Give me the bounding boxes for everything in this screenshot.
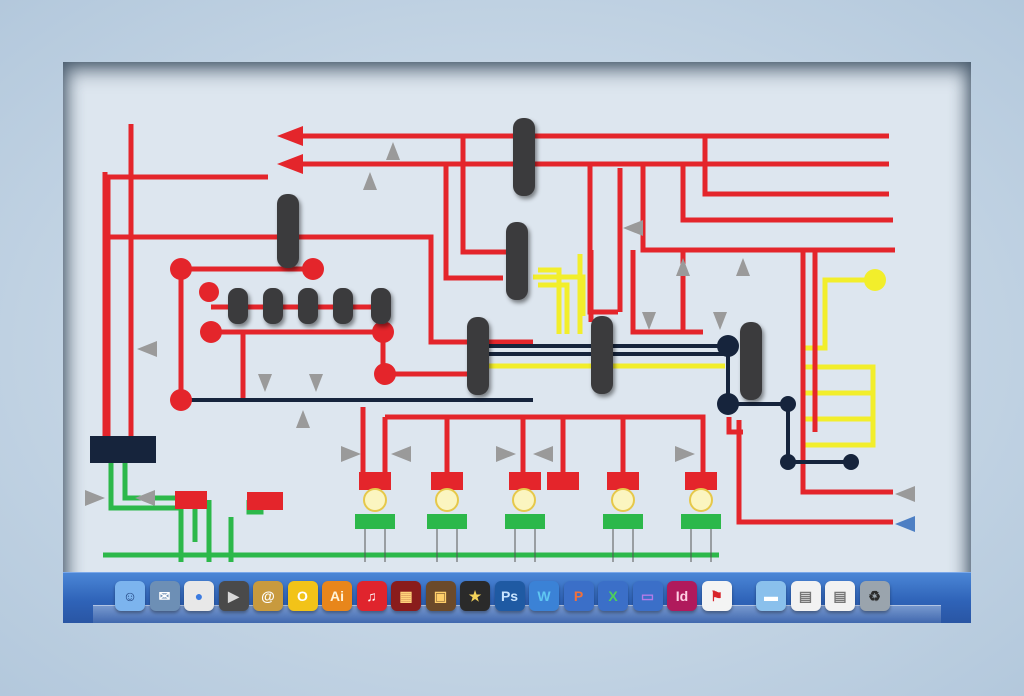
opera-glyph: O [297, 588, 308, 604]
arrow-left-icon [895, 486, 915, 502]
lamp-unit [355, 472, 395, 562]
arrow-down-icon [309, 374, 323, 392]
arrow-left-icon [391, 446, 411, 462]
arrow-up-icon [676, 258, 690, 276]
acrobat-icon[interactable]: ⚑ [701, 581, 732, 611]
iphoto-glyph: ▣ [433, 587, 448, 604]
word-icon[interactable]: W [529, 581, 559, 611]
circuit-diagram [85, 118, 915, 562]
arrow-left-icon [533, 446, 553, 462]
trash-glyph: ♻ [868, 587, 881, 604]
arrow-down-icon [713, 312, 727, 330]
chrome-window-icon[interactable]: ▤ [790, 581, 821, 611]
arrow-left-icon [623, 220, 643, 236]
arrow-up-icon [296, 410, 310, 428]
arrow-up-icon [386, 142, 400, 160]
folder-glyph: ▬ [764, 588, 778, 604]
flow-arrows [85, 142, 915, 506]
red-arrow-left-icon [277, 154, 303, 174]
itunes-glyph: ♫ [366, 588, 377, 604]
folder-icon[interactable]: ▬ [756, 581, 786, 611]
arrow-down-icon [258, 374, 272, 392]
chrome-window-2-glyph: ▤ [833, 587, 847, 604]
arrow-up-icon [736, 258, 750, 276]
laptop-icon[interactable]: ▭ [632, 581, 663, 611]
address-book-icon[interactable]: @ [253, 581, 283, 611]
arrow-right-icon [341, 446, 361, 462]
chrome-glyph: ● [194, 588, 204, 604]
finder-glyph: ☺ [122, 588, 138, 604]
window-frame: ☺ ✉ ● ▶ @ O Ai ♫ ▦ ▣ ★ Ps W P X ▭ Id ⚑ ▬ ▤ ▤ ♻ [63, 62, 971, 623]
powerpoint-icon[interactable]: P [563, 581, 594, 611]
blue-arrow-left-icon [895, 516, 915, 532]
red-block [247, 492, 283, 510]
dark-components [228, 118, 762, 400]
photo-booth-icon[interactable]: ▦ [391, 581, 421, 611]
navy-junction-box [90, 436, 156, 463]
lamp-unit [427, 472, 467, 562]
itunes-icon[interactable]: ♫ [356, 581, 387, 611]
arrow-left-icon [137, 341, 157, 357]
red-nodes [170, 258, 489, 411]
trash-icon[interactable]: ♻ [859, 581, 890, 611]
imovie-star-icon[interactable]: ★ [460, 581, 490, 611]
lamp-unit [681, 472, 721, 562]
laptop-glyph: ▭ [640, 587, 655, 604]
lamp-unit [505, 472, 579, 562]
arrow-left-icon [135, 490, 155, 506]
acrobat-glyph: ⚑ [710, 587, 723, 604]
indesign-icon[interactable]: Id [667, 581, 697, 611]
photo-booth-glyph: ▦ [399, 587, 413, 604]
chrome-window-glyph: ▤ [798, 587, 813, 604]
iphoto-icon[interactable]: ▣ [425, 581, 456, 611]
finder-icon[interactable]: ☺ [115, 581, 145, 611]
dock: ☺ ✉ ● ▶ @ O Ai ♫ ▦ ▣ ★ Ps W P X ▭ Id ⚑ ▬ ▤ ▤ ♻ [63, 572, 971, 623]
red-arrow-heads [277, 126, 303, 174]
chrome-window-2-icon[interactable]: ▤ [825, 581, 855, 611]
excel-icon[interactable]: X [598, 581, 628, 611]
photoshop-glyph: Ps [500, 588, 519, 604]
imovie-star-glyph: ★ [468, 587, 482, 604]
arrow-right-icon [496, 446, 516, 462]
mail-stamp-icon[interactable]: ✉ [149, 581, 180, 611]
arrow-up-icon [363, 172, 377, 190]
word-glyph: W [537, 588, 551, 604]
facetime-camera-glyph: ▶ [228, 587, 239, 604]
mail-stamp-glyph: ✉ [158, 587, 171, 604]
opera-icon[interactable]: O [287, 581, 318, 611]
arrow-right-icon [675, 446, 695, 462]
powerpoint-glyph: P [573, 588, 584, 604]
address-book-glyph: @ [261, 588, 275, 604]
lamp-units [355, 472, 721, 562]
photoshop-icon[interactable]: Ps [494, 581, 525, 611]
indesign-glyph: Id [675, 588, 689, 604]
chrome-icon[interactable]: ● [184, 581, 214, 611]
lamp-unit [603, 472, 643, 562]
arrow-down-icon [642, 312, 656, 330]
illustrator-glyph: Ai [330, 588, 344, 604]
excel-glyph: X [608, 588, 618, 604]
red-block [175, 491, 207, 509]
illustrator-icon[interactable]: Ai [322, 581, 352, 611]
yellow-node [864, 269, 886, 291]
arrow-right-icon [85, 490, 105, 506]
red-arrow-left-icon [277, 126, 303, 146]
red-wiring [102, 124, 895, 525]
facetime-camera-icon[interactable]: ▶ [218, 581, 249, 611]
